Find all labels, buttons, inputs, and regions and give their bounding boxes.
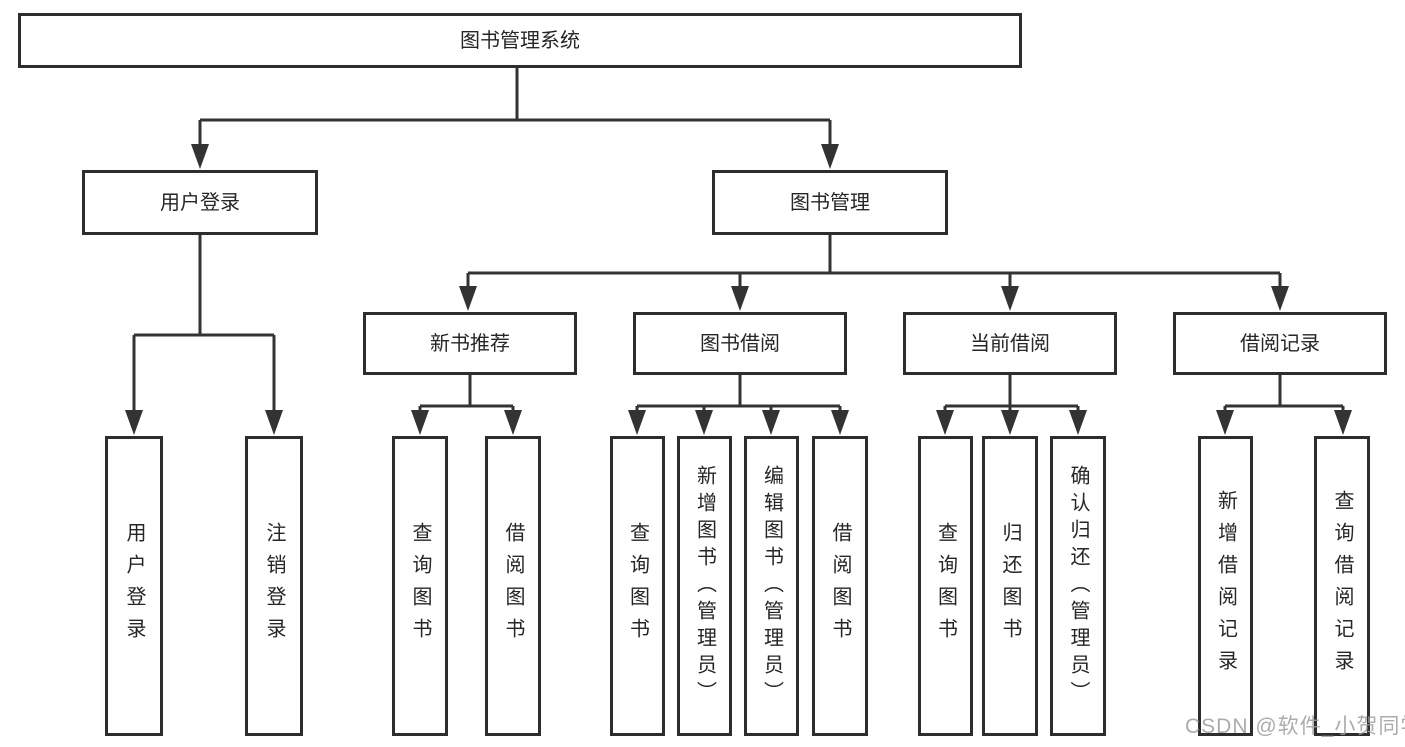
arrowhead-leaf: [762, 410, 780, 435]
node-label: 查询图书: [626, 522, 649, 650]
node-label: 借阅图书: [829, 522, 851, 650]
csdn-watermark: CSDN @软件_小贺同学: [1185, 715, 1405, 738]
connector-user-login-children: [132, 235, 276, 412]
leaf-borrow-book: 借阅图书: [812, 436, 868, 736]
leaf-logout: 注销登录: [245, 436, 303, 736]
arrowhead-user-login: [191, 144, 209, 169]
node-label: 当前借阅: [970, 332, 1050, 355]
node-label: 查询图书: [934, 522, 957, 650]
node-label: 查询图书: [409, 522, 431, 650]
arrowhead-book-borrow: [731, 286, 749, 311]
leaf-edit-book-admin: 编辑图书（管理员）: [744, 436, 799, 736]
node-label: 注销登录: [263, 522, 285, 650]
arrowhead-login-leaf: [125, 410, 143, 435]
arrowhead-book-mgmt: [821, 144, 839, 169]
connector-root-level2: [198, 68, 832, 146]
connector-book-mgmt-children: [466, 235, 1282, 288]
leaf-return-book: 归还图书: [982, 436, 1038, 736]
node-label: 借阅图书: [502, 522, 524, 650]
node-library-system: 图书管理系统: [18, 13, 1022, 68]
node-label: 图书管理: [790, 191, 870, 214]
node-user-login: 用户登录: [82, 170, 318, 235]
node-label: 新增借阅记录: [1214, 490, 1237, 682]
arrowhead-leaf: [831, 410, 849, 435]
node-current-borrowing: 当前借阅: [903, 312, 1117, 375]
node-label: 图书管理系统: [460, 29, 580, 52]
connector-new-book-children: [418, 375, 515, 412]
leaf-user-login: 用户登录: [105, 436, 163, 736]
node-label: 新增图书（管理员）: [693, 464, 716, 708]
node-borrowing-records: 借阅记录: [1173, 312, 1387, 375]
arrowhead-borrow-record: [1271, 286, 1289, 311]
leaf-add-borrow-record: 新增借阅记录: [1198, 436, 1253, 736]
leaf-query-book: 查询图书: [610, 436, 665, 736]
node-new-book-recommend: 新书推荐: [363, 312, 577, 375]
arrowhead-leaf: [504, 410, 522, 435]
node-label: 借阅记录: [1240, 332, 1320, 355]
leaf-confirm-return-admin: 确认归还（管理员）: [1050, 436, 1106, 736]
connector-book-borrow-children: [635, 375, 842, 412]
leaf-query-book: 查询图书: [918, 436, 973, 736]
connector-current-borrow-children: [943, 375, 1080, 412]
node-label: 查询借阅记录: [1331, 490, 1353, 682]
node-label: 用户登录: [160, 191, 240, 214]
arrowhead-leaf: [411, 410, 429, 435]
arrowhead-leaf: [1001, 410, 1019, 435]
arrowhead-leaf: [1069, 410, 1087, 435]
node-label: 归还图书: [999, 522, 1021, 650]
arrowhead-leaf: [628, 410, 646, 435]
node-label: 新书推荐: [430, 332, 510, 355]
leaf-add-book-admin: 新增图书（管理员）: [677, 436, 732, 736]
connector-borrow-record-children: [1223, 375, 1345, 412]
arrowhead-leaf: [1334, 410, 1352, 435]
node-label: 确认归还（管理员）: [1067, 464, 1089, 708]
leaf-query-book: 查询图书: [392, 436, 448, 736]
node-book-borrowing: 图书借阅: [633, 312, 847, 375]
arrowhead-logout-leaf: [265, 410, 283, 435]
node-book-management: 图书管理: [712, 170, 948, 235]
leaf-borrow-book: 借阅图书: [485, 436, 541, 736]
arrowhead-leaf: [936, 410, 954, 435]
arrowhead-new-book: [459, 286, 477, 311]
node-label: 用户登录: [123, 522, 145, 650]
arrowhead-leaf: [1216, 410, 1234, 435]
leaf-query-borrow-record: 查询借阅记录: [1314, 436, 1370, 736]
node-label: 图书借阅: [700, 332, 780, 355]
node-label: 编辑图书（管理员）: [760, 464, 783, 708]
arrowhead-leaf: [695, 410, 713, 435]
arrowhead-current-borrow: [1001, 286, 1019, 311]
